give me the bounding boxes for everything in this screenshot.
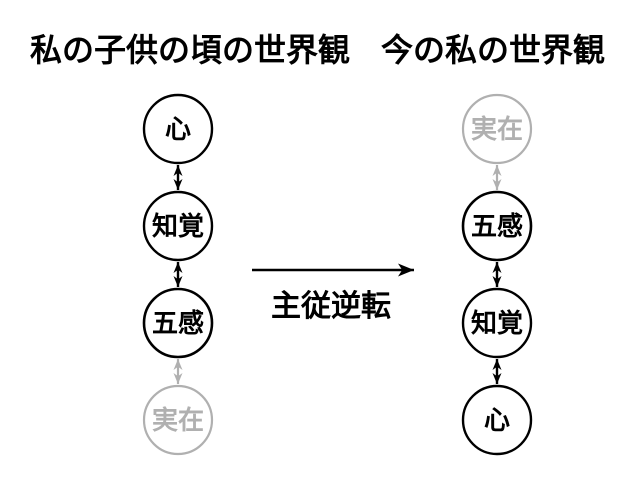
left-node-five-senses-label: 五感: [152, 308, 204, 338]
left-node-five-senses: [142, 287, 214, 359]
right-diagram-title: 今の私の世界観: [381, 32, 605, 68]
transition-label: 主従逆転: [271, 289, 391, 323]
right-node-perception-label: 知覚: [471, 308, 523, 338]
left-diagram-chain: 心 知覚 五感 実在: [142, 93, 214, 456]
right-node-reality-label: 実在: [471, 114, 523, 144]
left-diagram-title: 私の子供の頃の世界観: [30, 32, 350, 68]
left-node-perception: [142, 190, 214, 262]
right-diagram-chain: 実在 五感 知覚 心: [461, 93, 533, 456]
left-node-reality-label: 実在: [152, 405, 204, 435]
right-node-perception: [461, 287, 533, 359]
right-node-mind: [461, 384, 533, 456]
right-node-five-senses-label: 五感: [471, 211, 523, 241]
transition-group: 主従逆転: [252, 263, 414, 323]
right-node-reality: [461, 93, 533, 165]
left-node-reality: [142, 384, 214, 456]
right-node-mind-label: 心: [484, 405, 510, 435]
right-node-five-senses: [461, 190, 533, 262]
left-node-perception-label: 知覚: [152, 211, 204, 241]
left-node-mind-label: 心: [165, 114, 191, 144]
left-node-mind: [142, 93, 214, 165]
